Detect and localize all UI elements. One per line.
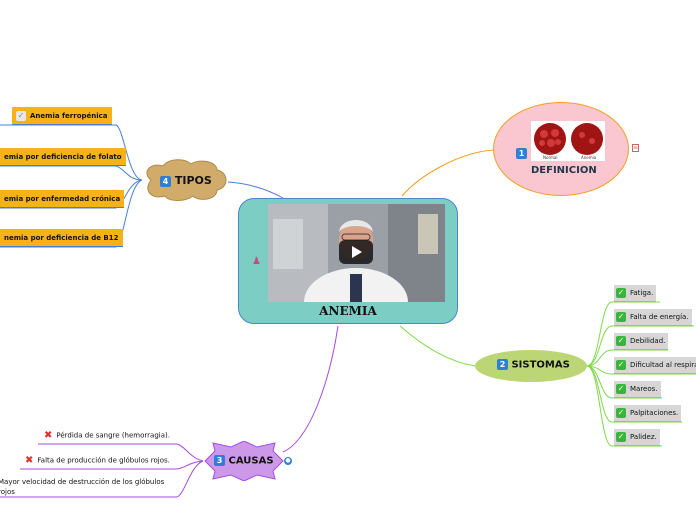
sintoma-item[interactable]: ✓Palidez.	[614, 429, 660, 446]
definicion-connector	[401, 149, 495, 197]
person-icon: ♟	[252, 256, 261, 267]
tipo-item[interactable]: ✓Anemia ferropénica	[12, 107, 112, 125]
sintoma-item[interactable]: ✓Fatiga.	[614, 285, 657, 302]
check-icon: ✓	[616, 384, 626, 394]
check-icon: ✓	[616, 408, 626, 418]
causas-number-badge: 3	[214, 455, 225, 466]
sistomas-number-badge: 2	[497, 359, 508, 370]
tipos-number-badge: 4	[160, 175, 171, 187]
sistomas-title: SISTOMAS	[511, 359, 570, 371]
causas-title: CAUSAS	[228, 455, 274, 467]
causa-item[interactable]: ✖Falta de producción de glóbulos rojos.	[25, 455, 170, 466]
tipos-header: 4 TIPOS	[160, 174, 212, 187]
notes-icon[interactable]: ≡	[632, 144, 639, 152]
sintoma-item[interactable]: ✓Debilidad.	[614, 333, 669, 350]
causas-header: 3 CAUSAS	[214, 455, 274, 467]
tipo-item[interactable]: emia por enfermedad crónica	[0, 190, 125, 208]
check-icon: ✓	[616, 432, 626, 442]
causa-item[interactable]: ✖Pérdida de sangre (hemorragia).	[44, 430, 170, 441]
sintoma-item[interactable]: ✓Palpitaciones.	[614, 405, 682, 422]
central-title: ANEMIA	[319, 304, 377, 318]
x-mark-icon: ✖	[44, 430, 53, 441]
blood-cells-image: Normal Anemia	[531, 121, 605, 161]
sistomas-connectors	[399, 301, 696, 447]
tipos-node[interactable]	[141, 158, 229, 202]
check-icon: ✓	[616, 288, 626, 298]
sistomas-header: 2 SISTOMAS	[497, 359, 570, 371]
x-mark-icon: ✖	[25, 455, 34, 466]
sintoma-item[interactable]: ✓Dificultad al respirar	[614, 357, 696, 374]
sintoma-item[interactable]: ✓Mareos.	[614, 381, 661, 398]
checkbox-icon: ✓	[16, 111, 26, 121]
causa-item-multiline[interactable]: Mayor velocidad de destrucción de los gl…	[0, 478, 165, 496]
sintoma-item[interactable]: ✓Falta de energía.	[614, 309, 692, 326]
causas-node[interactable]	[203, 441, 285, 481]
definicion-number-badge: 1	[516, 143, 527, 162]
tipos-connectors	[0, 124, 284, 248]
play-button[interactable]	[339, 240, 373, 264]
globe-icon[interactable]: ●	[284, 457, 292, 465]
definicion-title: DEFINICION	[531, 165, 597, 176]
causas-connectors	[0, 325, 339, 498]
tipo-item[interactable]: nemia por deficiencia de B12	[0, 229, 123, 247]
normal-label: Normal	[543, 155, 558, 160]
sistomas-node[interactable]	[475, 350, 587, 382]
check-icon: ✓	[616, 336, 626, 346]
check-icon: ✓	[616, 360, 626, 370]
tipo-item[interactable]: emia por deficiencia de folato	[0, 148, 126, 166]
check-icon: ✓	[616, 312, 626, 322]
tipos-title: TIPOS	[174, 174, 212, 187]
anemia-label: Anemia	[581, 155, 597, 160]
